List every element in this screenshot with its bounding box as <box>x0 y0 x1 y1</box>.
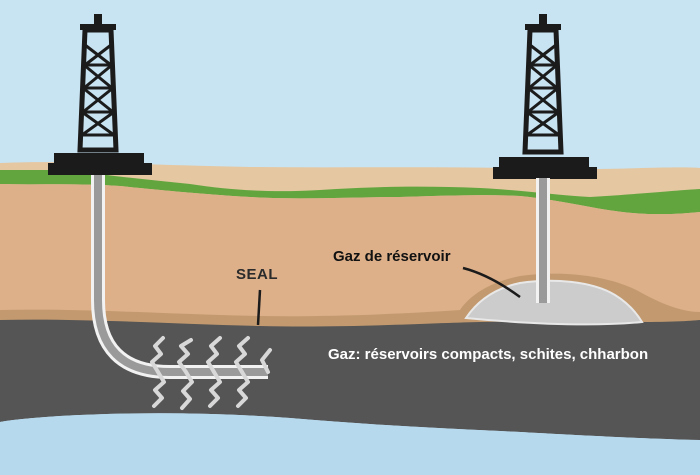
drilling-rig-icon <box>48 14 152 175</box>
hydraulic-fractures <box>150 336 272 410</box>
vertical-well <box>536 178 550 303</box>
horizontal-well <box>91 175 268 379</box>
seal-pointer <box>256 289 262 326</box>
aquifer-water <box>0 413 700 475</box>
grass-layer <box>0 170 700 215</box>
drilling-rig-icon <box>493 14 597 179</box>
seal-label: SEAL <box>236 266 279 283</box>
tight-gas-label: Gaz: réservoirs compacts, schites, chhar… <box>328 346 649 363</box>
shale-layer <box>0 319 700 440</box>
reservoir-pointer <box>462 266 521 299</box>
reservoir-gas-label: Gaz de réservoir <box>333 248 451 265</box>
